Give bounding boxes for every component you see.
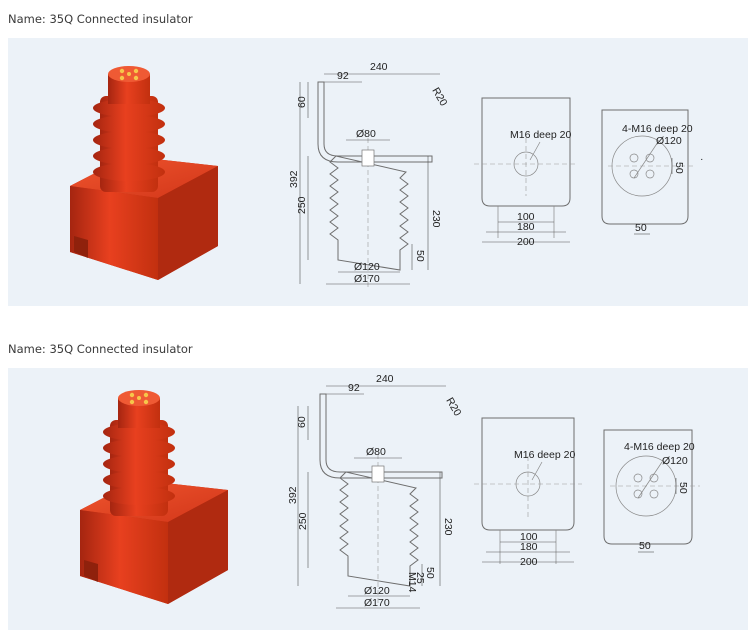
top-pitch-h: 50 xyxy=(635,222,647,234)
front-hole-label: M16 deep 20 xyxy=(514,449,575,461)
top-pitch-h: 50 xyxy=(639,540,651,552)
front-dim-2: 180 xyxy=(517,221,535,233)
svg-text:·: · xyxy=(700,153,704,165)
product-name: Name: 35Q Connected insulator xyxy=(8,12,193,26)
side-section-drawing: 240 92 R20 60 392 250 Ø80 230 50 25 M14 … xyxy=(287,373,464,609)
dim-flange-h: 60 xyxy=(296,96,308,108)
dim-d-bottom: Ø170 xyxy=(354,273,380,285)
top-view-drawing: 4-M16 deep 20 Ø120 50 50 xyxy=(603,429,700,553)
dim-total-h: 392 xyxy=(287,486,299,504)
dim-width-top: 240 xyxy=(376,373,394,385)
top-circle-label: Ø120 xyxy=(662,455,688,467)
insulator-image xyxy=(80,390,228,604)
front-dim-2: 180 xyxy=(520,541,538,553)
side-section-drawing: 240 92 R20 60 392 250 Ø80 230 50 Ø120 Ø1… xyxy=(288,61,450,288)
dim-d-bottom: Ø170 xyxy=(364,597,390,609)
dim-radius: R20 xyxy=(443,396,463,419)
dim-width-top: 240 xyxy=(370,61,388,73)
dim-side-h: 230 xyxy=(430,210,442,228)
dim-d-top: Ø80 xyxy=(366,446,386,458)
product-panel: 240 92 R20 60 392 250 Ø80 230 50 25 M14 … xyxy=(8,368,748,630)
dim-total-h: 392 xyxy=(288,170,300,188)
top-circle-label: Ø120 xyxy=(656,135,682,147)
dim-extra-b: M14 xyxy=(406,572,418,593)
product-panel: 240 92 R20 60 392 250 Ø80 230 50 Ø120 Ø1… xyxy=(8,38,748,306)
dim-base-h: 50 xyxy=(414,250,426,262)
product-name: Name: 35Q Connected insulator xyxy=(8,342,193,356)
front-dim-3: 200 xyxy=(520,556,538,568)
front-dim-1: 100 xyxy=(517,211,535,223)
top-view-drawing: 4-M16 deep 20 Ø120 50 50 · xyxy=(601,109,704,235)
dim-radius: R20 xyxy=(429,86,449,109)
dim-extra-a: 25 xyxy=(414,572,426,584)
dim-body-h: 250 xyxy=(296,196,308,214)
dim-flange-h: 60 xyxy=(296,416,308,428)
front-view-drawing: M16 deep 20 100 180 200 xyxy=(474,97,578,248)
dim-offset: 92 xyxy=(337,70,349,82)
top-pitch-v: 50 xyxy=(677,482,689,494)
front-dim-3: 200 xyxy=(517,236,535,248)
front-view-drawing: M16 deep 20 100 180 200 xyxy=(474,417,582,568)
dim-side-h: 230 xyxy=(442,518,454,536)
dim-d-mid: Ø120 xyxy=(364,585,390,597)
top-pitch-v: 50 xyxy=(673,162,685,174)
dim-body-h: 250 xyxy=(297,512,309,530)
dim-offset: 92 xyxy=(348,382,360,394)
top-holes-label: 4-M16 deep 20 xyxy=(624,441,695,453)
insulator-image xyxy=(70,66,218,280)
front-hole-label: M16 deep 20 xyxy=(510,129,571,141)
front-dim-1: 100 xyxy=(520,531,538,543)
dim-d-top: Ø80 xyxy=(356,128,376,140)
dim-base-h: 50 xyxy=(424,567,436,579)
top-holes-label: 4-M16 deep 20 xyxy=(622,123,693,135)
dim-d-mid: Ø120 xyxy=(354,261,380,273)
